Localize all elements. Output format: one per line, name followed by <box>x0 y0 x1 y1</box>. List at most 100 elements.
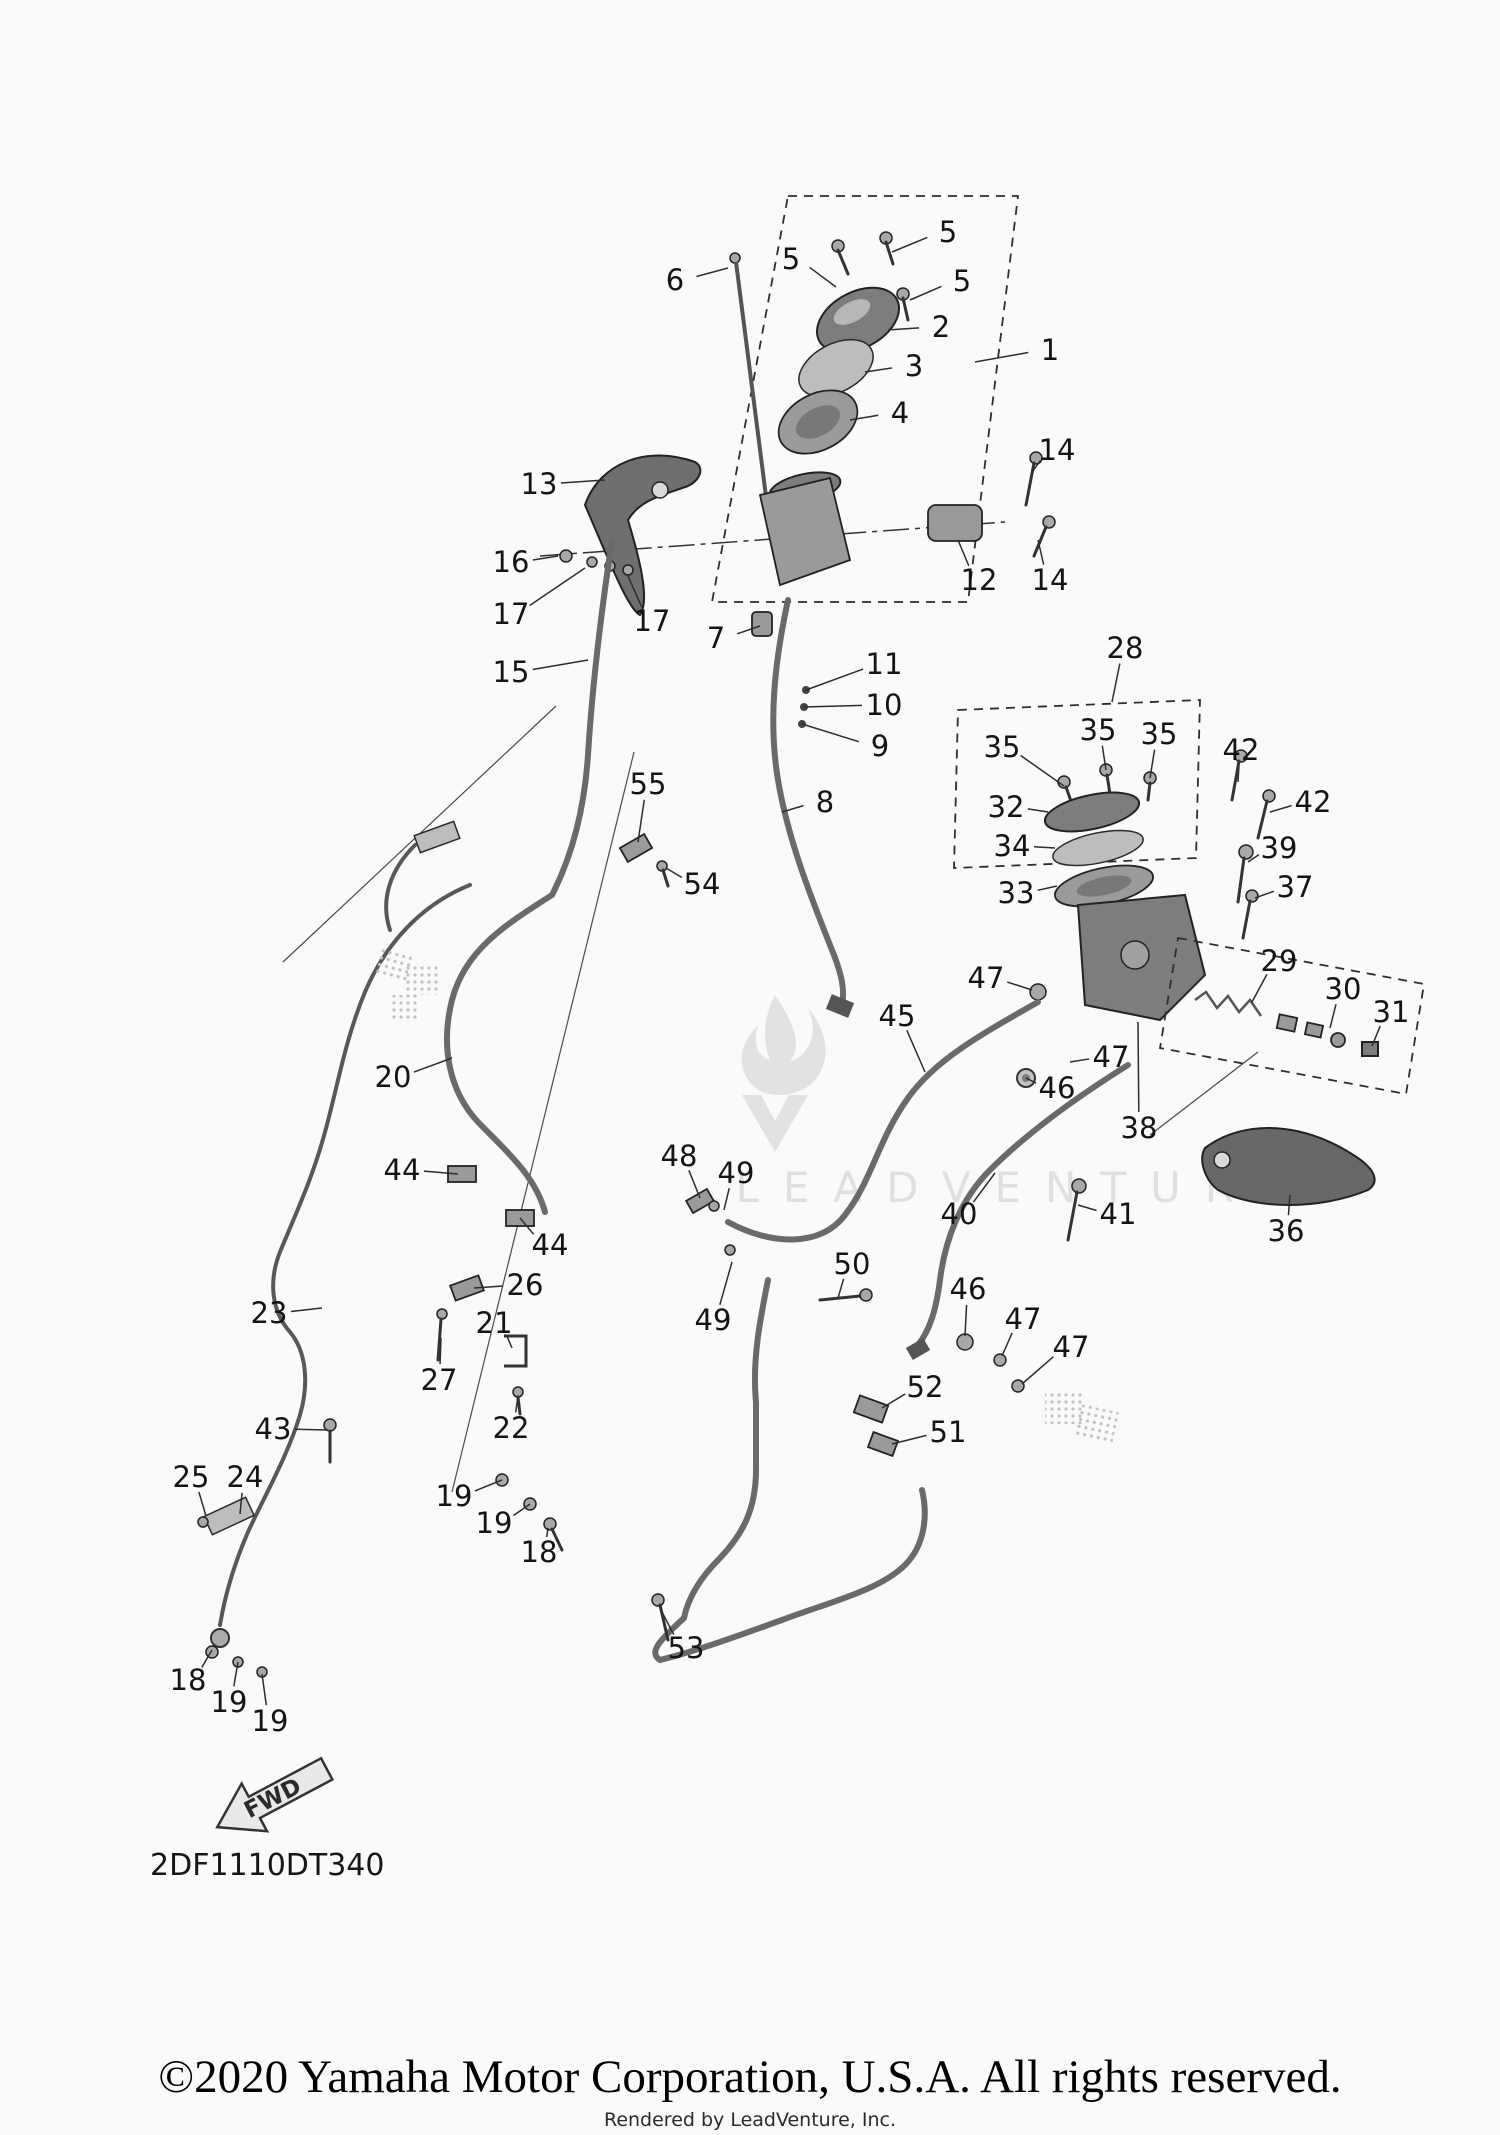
grayed-parts <box>371 945 1119 1444</box>
leader-line-22 <box>514 1395 519 1413</box>
washer-47c <box>993 1353 1007 1367</box>
leader-line-35 <box>1101 745 1107 771</box>
callout-42: 42 <box>1295 785 1332 819</box>
leader-line-2 <box>887 327 920 331</box>
bolt-25 <box>197 1516 209 1528</box>
callout-25: 25 <box>173 1460 210 1494</box>
bracket-21 <box>504 1334 528 1368</box>
callout-41: 41 <box>1100 1197 1137 1231</box>
rod-top <box>729 252 741 264</box>
bracket-51 <box>866 1430 900 1458</box>
callout-46: 46 <box>950 1272 987 1306</box>
leader-line-47 <box>1001 1332 1013 1357</box>
clamp-26 <box>449 1274 485 1302</box>
clamp-44a <box>447 1165 477 1183</box>
screw-49b <box>724 1244 736 1256</box>
leader-line-39 <box>1247 853 1260 863</box>
callout-39: 39 <box>1261 831 1298 865</box>
callout-31: 31 <box>1373 995 1410 1029</box>
rendered-by-text: Rendered by LeadVenture, Inc. <box>604 2109 896 2131</box>
leader-line-16 <box>532 555 559 561</box>
callout-44: 44 <box>384 1153 421 1187</box>
callout-49: 49 <box>695 1303 732 1337</box>
leader-line-53 <box>661 1611 675 1636</box>
callout-55: 55 <box>630 767 667 801</box>
callout-29: 29 <box>1261 944 1298 978</box>
right-reservoir-kit <box>953 699 1201 908</box>
leader-line-44 <box>423 1170 459 1175</box>
callout-47: 47 <box>1093 1040 1130 1074</box>
leader-line-17 <box>529 567 586 607</box>
leader-line-50 <box>837 1278 845 1299</box>
lever-13 <box>583 454 702 617</box>
leader-line-46 <box>964 1304 968 1337</box>
leader-line-24 <box>239 1492 243 1515</box>
callout-6: 6 <box>666 263 684 297</box>
leader-line-51 <box>891 1434 927 1445</box>
leader-line-18 <box>201 1649 213 1668</box>
plate-34 <box>1052 829 1144 867</box>
leader-line-23 <box>290 1307 323 1313</box>
bolt-53 <box>651 1593 665 1607</box>
banjo-bolt-47 <box>1029 983 1047 1001</box>
leader-line-27 <box>439 1337 442 1365</box>
leader-line-33 <box>1037 885 1058 892</box>
leader-line-41 <box>1077 1204 1097 1212</box>
callout-43: 43 <box>255 1412 292 1446</box>
hose-20 <box>384 820 555 1227</box>
leader-line-19 <box>474 1479 503 1492</box>
watermark-v-icon <box>742 1095 808 1152</box>
leader-line-29 <box>1251 974 1268 1003</box>
piston-30 <box>1330 1032 1346 1048</box>
callout-2: 2 <box>932 310 950 344</box>
hose-15 <box>549 537 670 898</box>
leader-line-14 <box>1037 539 1045 565</box>
callout-47: 47 <box>968 961 1005 995</box>
callout-20: 20 <box>375 1060 412 1094</box>
leader-line-42 <box>1269 804 1292 813</box>
callout-30: 30 <box>1325 972 1362 1006</box>
leader-line-47 <box>1021 1356 1054 1385</box>
mc-body <box>758 476 852 587</box>
callout-32: 32 <box>988 790 1025 824</box>
callout-44: 44 <box>532 1228 569 1262</box>
callout-8: 8 <box>816 785 834 819</box>
leader-line-26 <box>473 1285 504 1289</box>
bolt-27 <box>436 1308 448 1320</box>
callout-14: 14 <box>1039 433 1076 467</box>
leader-line-17 <box>627 575 643 608</box>
callout-35: 35 <box>1141 717 1178 751</box>
callout-17: 17 <box>493 597 530 631</box>
callout-36: 36 <box>1268 1214 1305 1248</box>
callout-5: 5 <box>782 242 800 276</box>
leader-line-30 <box>1329 1003 1337 1029</box>
bracket-24 <box>202 1496 256 1536</box>
callout-38: 38 <box>1121 1111 1158 1145</box>
leader-line-49 <box>719 1261 733 1305</box>
banjo-end <box>210 1628 230 1648</box>
leader-line-3 <box>864 367 893 373</box>
boot-7 <box>751 611 773 637</box>
callout-48: 48 <box>661 1139 698 1173</box>
callout-5: 5 <box>939 215 957 249</box>
callout-53: 53 <box>668 1631 705 1665</box>
leader-line-28 <box>1111 663 1121 703</box>
fwd-label: FWD <box>240 1774 305 1824</box>
leader-line-35 <box>1020 754 1065 787</box>
callout-46: 46 <box>1039 1071 1076 1105</box>
callout-14: 14 <box>1032 563 1069 597</box>
bolt-22 <box>512 1386 524 1398</box>
clamp-48 <box>684 1187 716 1215</box>
bolt-50 <box>859 1288 873 1302</box>
callout-42: 42 <box>1223 733 1260 767</box>
callout-3: 3 <box>905 349 923 383</box>
screw-49a <box>708 1200 720 1212</box>
leader-line-31 <box>1371 1025 1381 1047</box>
washer-47d <box>1011 1379 1025 1393</box>
leader-line-19 <box>233 1661 239 1687</box>
callout-37: 37 <box>1277 870 1314 904</box>
bracket-52 <box>852 1394 890 1424</box>
hose-45 <box>725 999 1041 1243</box>
